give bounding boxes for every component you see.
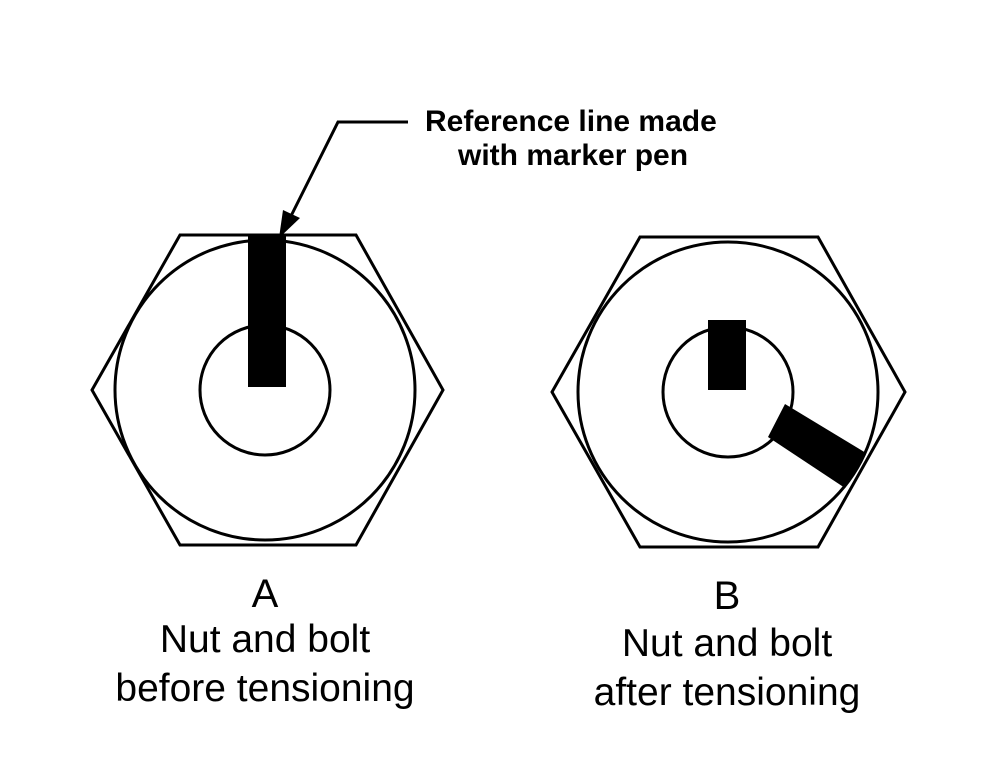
callout-label-line2: with marker pen [457,139,688,172]
nut-b-outer-circle [576,240,880,544]
callout-label-line1: Reference line made [425,105,717,138]
nut-a-letter: A [252,572,279,616]
nut-b-caption-line1: Nut and bolt [622,622,832,665]
callout-leader-arrow [279,120,408,238]
nut-b-caption-line2: after tensioning [594,671,861,714]
nut-a-caption-line2: before tensioning [115,667,414,710]
nut-b [550,235,907,549]
nut-a-hex [90,233,445,547]
nut-b-letter: B [714,574,741,618]
nut-b-hex [550,235,907,549]
nut-b-bolt-reference-mark [708,320,746,390]
nut-b-nut-reference-mark [768,404,866,488]
nut-a [90,233,445,547]
nut-a-reference-mark [248,236,286,387]
nut-a-caption-line1: Nut and bolt [160,618,370,661]
